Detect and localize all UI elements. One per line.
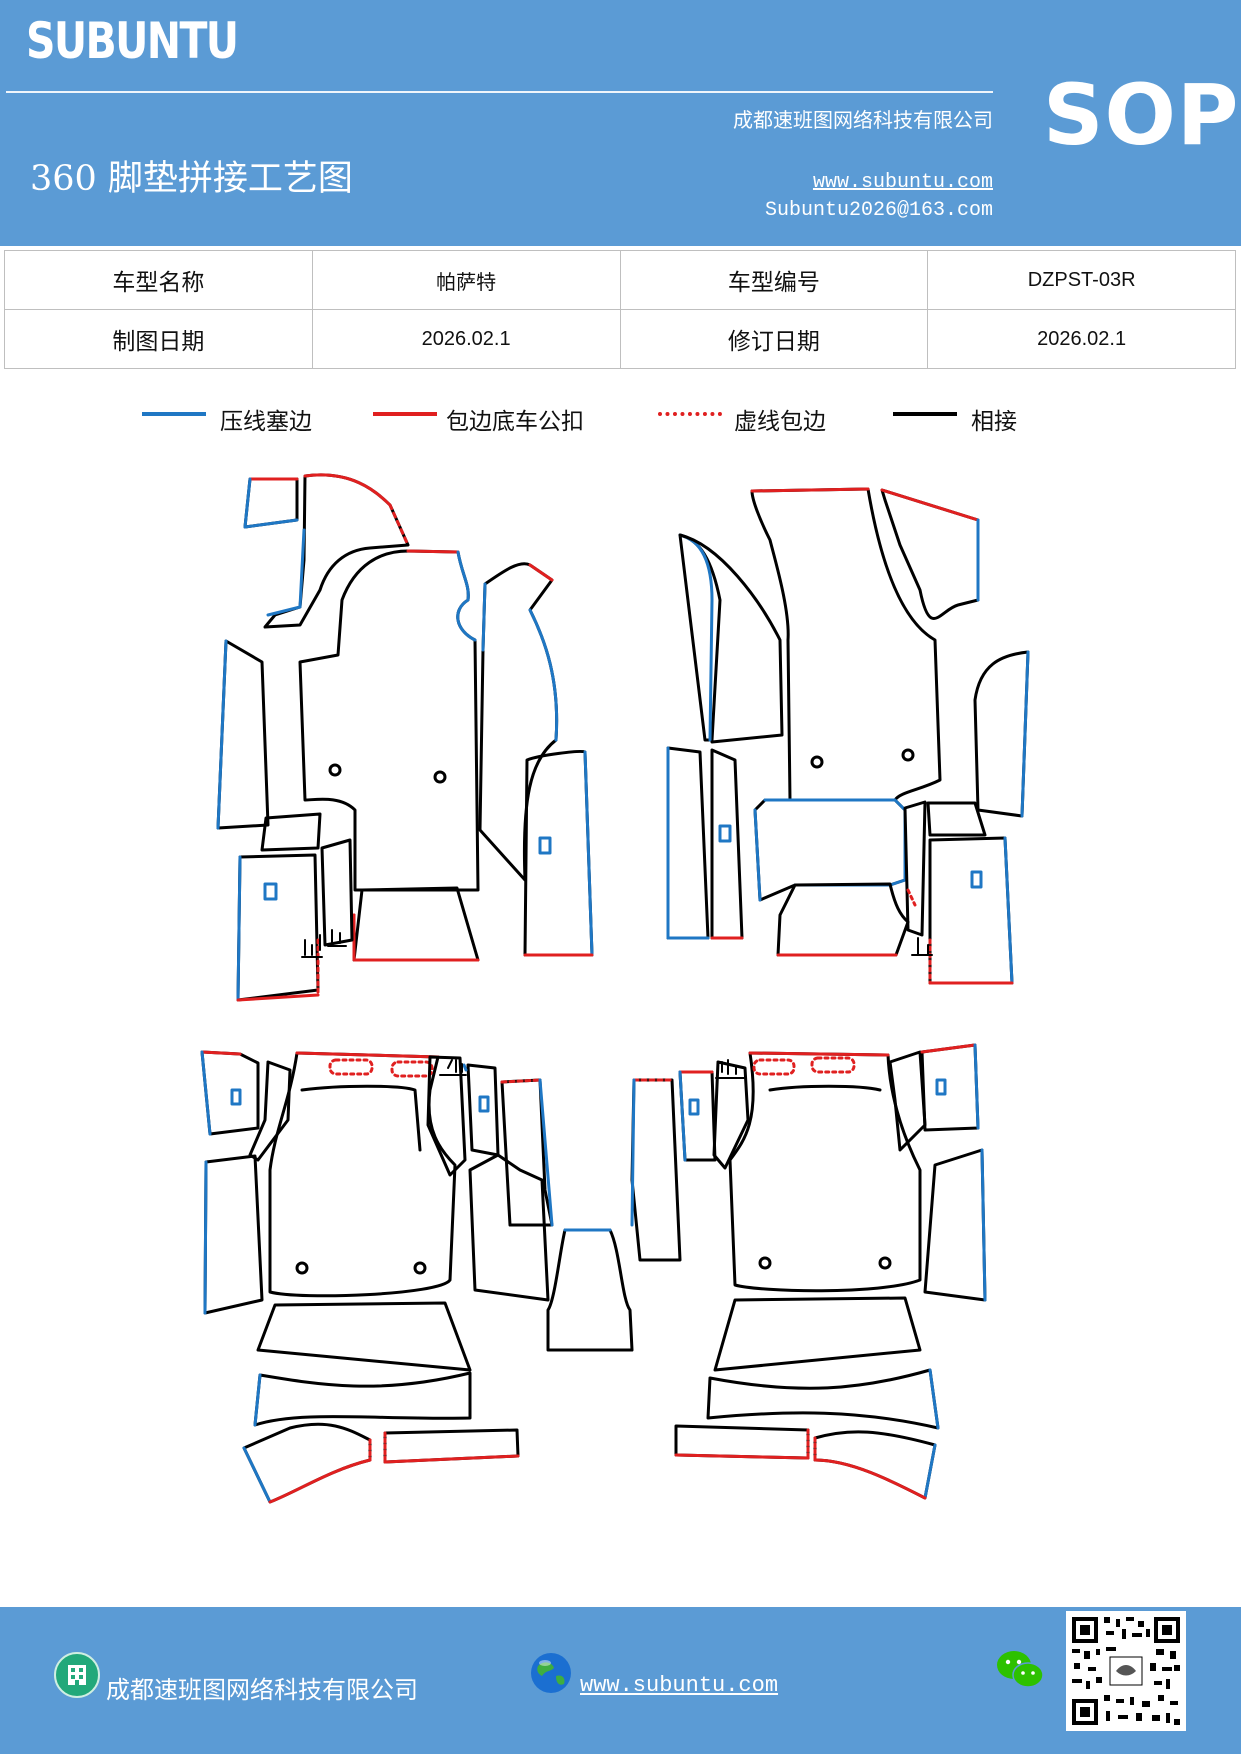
legend-label-red-edge: 包边底车公扣 [446, 409, 584, 435]
rear-left-mat-group [200, 1050, 634, 1504]
legend-swatch-red-edge [373, 412, 437, 416]
table-row: 车型名称 帕萨特 车型编号 DZPST-03R [4, 250, 1236, 310]
table-row: 制图日期 2026.02.1 修订日期 2026.02.1 [4, 309, 1236, 369]
draw-date-value: 2026.02.1 [311, 309, 621, 369]
footer-company: 成都速班图网络科技有限公司 [106, 1676, 418, 1704]
revision-date-value: 2026.02.1 [927, 309, 1236, 369]
front-right-mat-group [666, 487, 1030, 985]
legend-label-press-line: 压线塞边 [220, 409, 312, 435]
legend-label-join: 相接 [971, 409, 1017, 435]
page-header: SUBUNTU 成都速班图网络科技有限公司 360 脚垫拼接工艺图 www.su… [0, 0, 1241, 246]
draw-date-label: 制图日期 [4, 309, 313, 369]
page-footer: 成都速班图网络科技有限公司 www.subuntu.com [0, 1607, 1241, 1754]
globe-icon [528, 1650, 574, 1696]
line-legend: 压线塞边 包边底车公扣 虚线包边 相接 [0, 400, 1241, 440]
legend-label-dotted-edge: 虚线包边 [734, 409, 826, 435]
sop-badge: SOP [1043, 66, 1240, 164]
header-website-link[interactable]: www.subuntu.com [812, 171, 993, 194]
brand-logo: SUBUNTU [26, 12, 239, 70]
model-name-label: 车型名称 [4, 250, 313, 310]
header-email: Subuntu2026@163.com [764, 199, 993, 222]
footer-website-link[interactable]: www.subuntu.com [580, 1673, 779, 1698]
legend-swatch-join [893, 412, 957, 416]
model-code-value: DZPST-03R [927, 250, 1236, 310]
model-info-table: 车型名称 帕萨特 车型编号 DZPST-03R 制图日期 2026.02.1 修… [4, 250, 1236, 369]
model-code-label: 车型编号 [619, 250, 929, 310]
revision-date-label: 修订日期 [619, 309, 929, 369]
legend-swatch-press-line [142, 412, 206, 416]
legend-swatch-dotted-edge [658, 412, 722, 416]
rear-right-mat-group [630, 1043, 987, 1500]
page-title: 360 脚垫拼接工艺图 [30, 159, 353, 199]
qr-code[interactable] [1066, 1611, 1186, 1731]
model-name-value: 帕萨特 [311, 250, 621, 310]
header-company: 成都速班图网络科技有限公司 [733, 108, 993, 132]
header-divider [6, 91, 993, 93]
front-left-mat-group [216, 473, 594, 1002]
wechat-icon [994, 1647, 1046, 1693]
building-icon [54, 1652, 100, 1698]
